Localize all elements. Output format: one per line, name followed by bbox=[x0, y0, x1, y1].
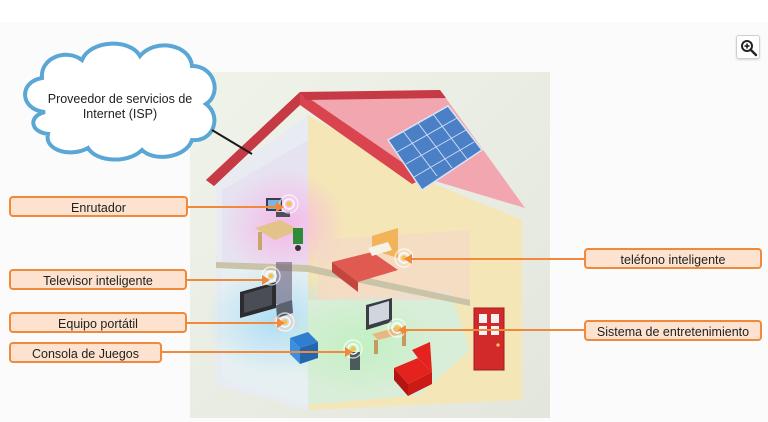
isp-cloud-line-1: Proveedor de servicios de bbox=[47, 92, 193, 106]
label-smartphone: teléfono inteligente bbox=[584, 248, 762, 269]
label-router: Enrutador bbox=[9, 196, 188, 217]
label-smart-tv: Televisor inteligente bbox=[9, 269, 187, 290]
bed bbox=[332, 228, 398, 292]
isp-cloud-label: Proveedor de servicios de Internet (ISP) bbox=[32, 92, 208, 122]
label-laptop: Equipo portátil bbox=[9, 312, 187, 333]
isp-connection-line bbox=[211, 129, 253, 155]
label-entertainment-system: Sistema de entretenimiento bbox=[584, 320, 762, 341]
callout-lines bbox=[162, 206, 584, 353]
isp-cloud-line-2: Internet (ISP) bbox=[82, 107, 158, 121]
zoom-in-button[interactable] bbox=[736, 35, 760, 59]
solar-panel bbox=[386, 105, 484, 192]
label-game-console: Consola de Juegos bbox=[9, 342, 162, 363]
zoom-in-icon bbox=[741, 40, 758, 57]
isp-cloud bbox=[23, 41, 217, 162]
front-door bbox=[473, 307, 505, 371]
armchair bbox=[394, 342, 432, 396]
